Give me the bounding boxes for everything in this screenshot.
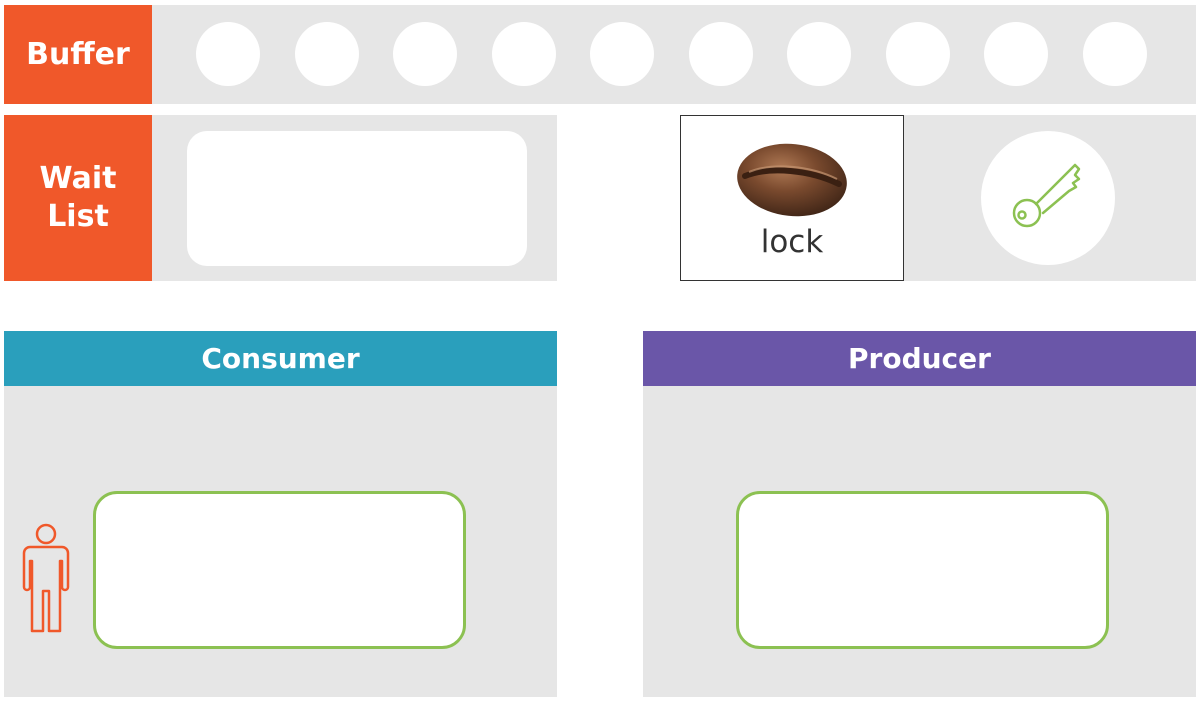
key-icon [1012, 163, 1081, 228]
consumer-work-box [93, 491, 466, 649]
wait-list-box [187, 131, 527, 266]
buffer-slot [1083, 22, 1147, 86]
buffer-track [152, 5, 1196, 104]
wait-list-label: Wait List [4, 115, 152, 281]
buffer-slot [689, 22, 753, 86]
coffee-bean-icon [737, 143, 847, 217]
buffer-slot [492, 22, 556, 86]
producer-header: Producer [643, 331, 1196, 386]
buffer-slot [787, 22, 851, 86]
buffer-slot [886, 22, 950, 86]
lock-card: lock [680, 115, 904, 281]
buffer-slot [984, 22, 1048, 86]
buffer-slot [590, 22, 654, 86]
producer-work-box [736, 491, 1109, 649]
lock-label: lock [760, 224, 824, 260]
person-icon [20, 523, 72, 639]
key-holder [981, 131, 1115, 265]
buffer-label: Buffer [4, 5, 152, 104]
buffer-slot [295, 22, 359, 86]
consumer-header: Consumer [4, 331, 557, 386]
buffer-slot [196, 22, 260, 86]
buffer-slot [393, 22, 457, 86]
